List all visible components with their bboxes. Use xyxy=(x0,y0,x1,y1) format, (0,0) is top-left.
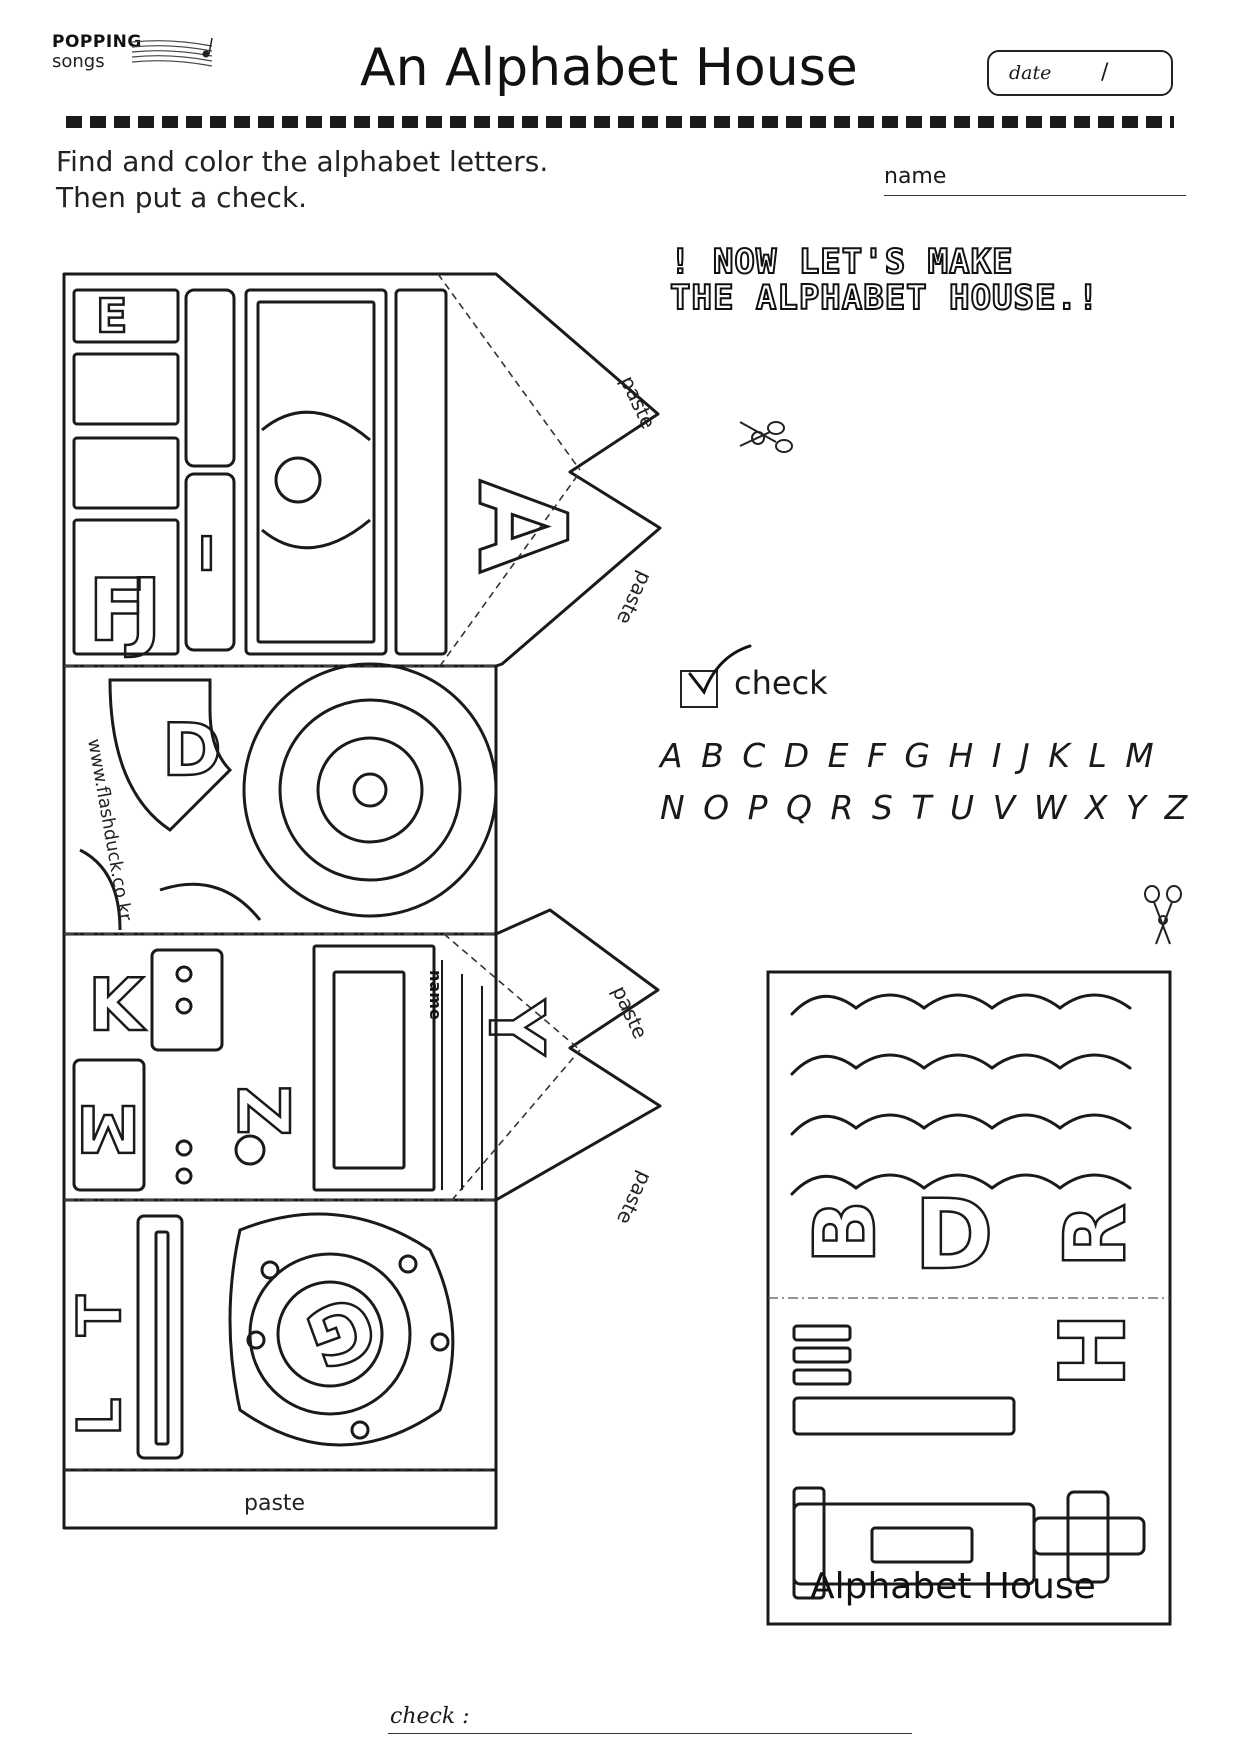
letter-L: L xyxy=(65,1398,135,1436)
checkmark-icon xyxy=(688,644,752,696)
footer-check-label: check : xyxy=(390,1704,470,1729)
instructions: Find and color the alphabet letters. The… xyxy=(56,144,548,216)
logo-line2: songs xyxy=(52,51,105,72)
front-caption: Alphabet House xyxy=(810,1566,1096,1607)
letter-E: E xyxy=(96,289,127,343)
letter-Z: Z xyxy=(225,1085,307,1136)
paste-bottom: paste xyxy=(244,1491,305,1516)
checkered-divider xyxy=(66,116,1174,128)
cutout-letters-top: E I F J A xyxy=(87,288,592,663)
front-letter-H-2: H xyxy=(884,1627,885,1628)
letter-I: I xyxy=(198,527,215,581)
alphabet-row-1: A B C D E F G H I J K L M xyxy=(660,736,1155,775)
front-letter-R: R xyxy=(1046,1203,1144,1268)
front-letter-B: B xyxy=(796,1200,894,1264)
paste-tab-1: paste xyxy=(615,372,660,432)
name-input-line[interactable] xyxy=(884,195,1186,196)
letter-O: O xyxy=(330,817,331,819)
banner-line-2: THE ALPHABET HOUSE.! xyxy=(669,278,1100,318)
front-letter-D: D xyxy=(914,1179,994,1291)
footer-check-line[interactable] xyxy=(388,1733,912,1734)
logo-line1: POPPING xyxy=(52,32,142,52)
letter-A: A xyxy=(451,480,590,573)
letter-D: D xyxy=(162,708,222,792)
letter-Y: Y xyxy=(472,999,561,1056)
letter-J: J xyxy=(125,561,162,661)
paste-tab-4: paste xyxy=(612,1168,657,1228)
name-label: name xyxy=(884,164,947,189)
popping-songs-logo: POPPING songs xyxy=(52,32,213,82)
letter-M: M xyxy=(76,1090,140,1164)
paste-tab-3: paste xyxy=(607,982,652,1042)
name-strip: name xyxy=(426,970,445,1020)
house-cutout: E I F J A paste paste D O www.flashduck.… xyxy=(62,272,662,1530)
front-letter-H-1: H xyxy=(1041,1313,1146,1388)
letter-G: G xyxy=(294,1277,388,1387)
letter-F: F xyxy=(88,561,147,661)
instruction-line-1: Find and color the alphabet letters. xyxy=(56,145,549,178)
side-url: www.flashduck.co.kr xyxy=(83,737,136,923)
page-title: An Alphabet House xyxy=(360,38,858,98)
scissors-icon xyxy=(1144,885,1182,945)
banner: ! NOW LET'S MAKE THE ALPHABET HOUSE.! xyxy=(669,242,1100,318)
date-field[interactable]: date / xyxy=(987,50,1173,96)
letter-K: K xyxy=(88,963,146,1047)
instruction-line-2: Then put a check. xyxy=(56,181,308,214)
paste-tab-2: paste xyxy=(612,568,657,628)
letter-T: T xyxy=(65,1295,135,1336)
check-box[interactable] xyxy=(680,670,718,708)
alphabet-row-2: N O P Q R S T U V W X Y Z xyxy=(660,788,1189,827)
banner-line-1: ! NOW LET'S MAKE xyxy=(669,242,1014,282)
front-panel: B D R H H I Alphabet House xyxy=(766,970,1172,1628)
check-label: check xyxy=(734,664,828,702)
date-label: date xyxy=(1009,62,1052,84)
music-staff-icon xyxy=(131,37,213,67)
date-separator: / xyxy=(1101,60,1109,85)
scissors-icon xyxy=(739,421,793,453)
